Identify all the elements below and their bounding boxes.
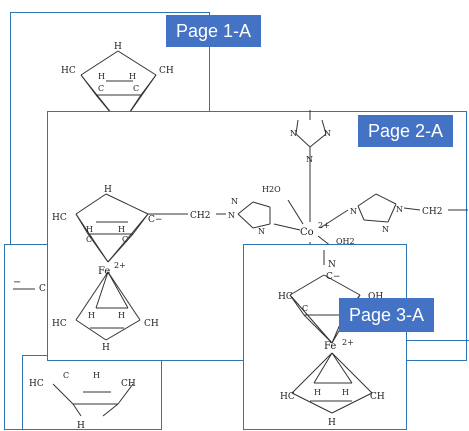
atom-n: N xyxy=(258,227,265,236)
atom-c-minus: C− xyxy=(148,215,162,225)
atom-ch: CH xyxy=(144,319,159,329)
atom-oh-cut: OH xyxy=(368,292,383,302)
atom-c-cut: C xyxy=(39,284,46,294)
atom-co: Co xyxy=(300,227,314,238)
atom-n: N xyxy=(306,155,313,164)
atom-n: N xyxy=(228,211,235,220)
atom-n: N xyxy=(328,260,336,270)
page-2a-label: Page 2-A xyxy=(358,115,454,147)
atom-hc: HC xyxy=(280,392,295,402)
atom-ch: CH xyxy=(370,392,385,402)
page-3a-label: Page 3-A xyxy=(339,298,435,332)
atom-h: H xyxy=(118,225,125,234)
atom-h: H xyxy=(98,72,105,81)
atom-h: H xyxy=(88,311,95,320)
atom-h: H xyxy=(102,343,110,353)
atom-n: N xyxy=(350,207,357,216)
atom-hc: HC xyxy=(29,379,44,389)
page-2a-molecule: HC H H H C C C− CH2 Fe 2+ HC CH H H H N … xyxy=(52,110,468,353)
lower-ring-molecule: HC CH C H H xyxy=(29,371,136,431)
atom-hc: HC xyxy=(278,292,293,302)
page-1a-label: Page 1-A xyxy=(166,15,262,47)
atom-c-minus: C− xyxy=(326,272,340,282)
atom-h: H xyxy=(342,388,349,397)
atom-c: C xyxy=(86,235,92,244)
atom-h: H xyxy=(314,388,321,397)
atom-h: H xyxy=(118,311,125,320)
charge-2plus: 2+ xyxy=(342,338,354,347)
page-3a-molecule: N C− HC OH C Fe 2+ HC CH H H H xyxy=(278,250,385,428)
page-3a-panel[interactable]: N C− HC OH C Fe 2+ HC CH H H H xyxy=(243,244,407,430)
atom-n: N xyxy=(382,225,389,234)
charge-2plus: 2+ xyxy=(318,221,330,230)
atom-n: N xyxy=(231,197,238,206)
atom-ch: CH xyxy=(121,379,136,389)
page-lower-panel[interactable]: HC CH C H H xyxy=(22,355,162,431)
atom-c: C xyxy=(122,235,128,244)
atom-n: N xyxy=(396,205,403,214)
ligand-oh2: OH2 xyxy=(336,237,355,246)
atom-fe: Fe xyxy=(98,266,110,277)
charge-2plus: 2+ xyxy=(114,261,126,270)
atom-n: N xyxy=(290,129,297,138)
atom-hc: HC xyxy=(52,319,67,329)
atom-h: H xyxy=(86,225,93,234)
atom-hc: HC xyxy=(61,66,76,76)
atom-h: H xyxy=(77,421,85,431)
atom-c: C xyxy=(98,84,104,93)
atom-h: H xyxy=(129,72,136,81)
right-edge-line xyxy=(407,340,469,341)
atom-ch: CH xyxy=(159,66,174,76)
atom-c: C xyxy=(133,84,139,93)
ligand-h2o: H2O xyxy=(262,185,281,194)
atom-fe: Fe xyxy=(324,341,336,352)
atom-c: C xyxy=(63,371,69,380)
atom-hc: HC xyxy=(52,213,67,223)
atom-n: N xyxy=(324,129,331,138)
atom-h: H xyxy=(328,418,336,428)
atom-c: C xyxy=(302,304,308,313)
minus-sign: − xyxy=(13,277,21,288)
atom-ch2: CH2 xyxy=(190,211,210,221)
atom-h: H xyxy=(93,371,100,380)
atom-ch2: CH2 xyxy=(422,207,442,217)
page-1b-fragment: − C xyxy=(13,277,46,294)
atom-h: H xyxy=(104,185,112,195)
atom-h: H xyxy=(114,42,122,52)
